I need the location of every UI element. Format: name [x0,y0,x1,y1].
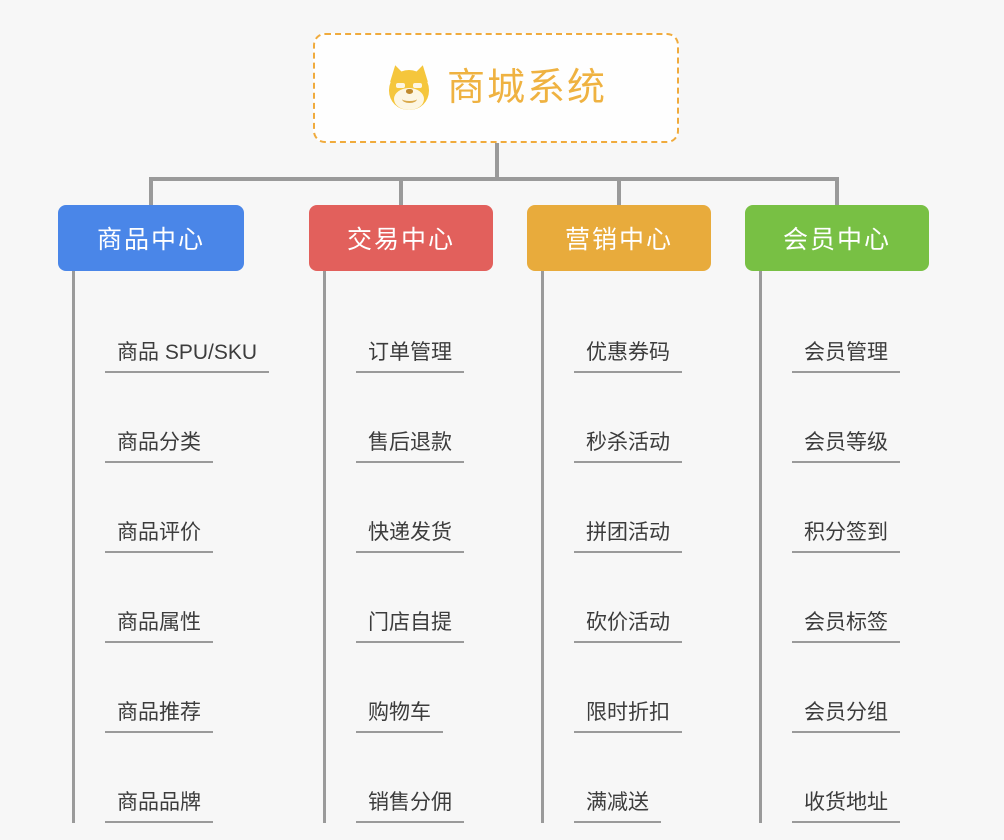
branch-header-4[interactable]: 会员中心 [745,205,929,271]
leaf-label: 订单管理 [356,339,464,373]
list-item[interactable]: 秒杀活动 [544,373,711,463]
list-item[interactable]: 砍价活动 [544,553,711,643]
list-item[interactable]: 积分签到 [762,463,929,553]
list-item[interactable]: 商品品牌 [75,733,244,823]
list-item[interactable]: 商品评价 [75,463,244,553]
leaf-label: 商品推荐 [105,699,213,733]
branch-member-center: 会员中心 会员管理 会员等级 积分签到 会员标签 会员分组 收货地址 [745,205,929,823]
leaf-list-1: 商品 SPU/SKU 商品分类 商品评价 商品属性 商品推荐 商品品牌 [72,271,270,823]
leaf-label: 售后退款 [356,429,464,463]
list-item[interactable]: 拼团活动 [544,463,711,553]
leaf-label: 满减送 [574,789,661,823]
list-item[interactable]: 门店自提 [326,553,493,643]
connector-horizontal-bus [149,177,837,181]
leaf-label: 会员等级 [792,429,900,463]
branch-trade-center: 交易中心 订单管理 售后退款 快递发货 门店自提 购物车 销售分佣 [309,205,493,823]
leaf-label: 收货地址 [792,789,900,823]
branch-marketing-center: 营销中心 优惠券码 秒杀活动 拼团活动 砍价活动 限时折扣 满减送 [527,205,711,823]
list-item[interactable]: 会员标签 [762,553,929,643]
list-item[interactable]: 售后退款 [326,373,493,463]
leaf-list-3: 优惠券码 秒杀活动 拼团活动 砍价活动 限时折扣 满减送 [541,271,711,823]
branch-header-1[interactable]: 商品中心 [58,205,244,271]
leaf-label: 门店自提 [356,609,464,643]
leaf-list-4: 会员管理 会员等级 积分签到 会员标签 会员分组 收货地址 [759,271,929,823]
leaf-label: 会员标签 [792,609,900,643]
list-item[interactable]: 销售分佣 [326,733,493,823]
leaf-label: 优惠券码 [574,339,682,373]
leaf-label: 商品分类 [105,429,213,463]
connector-drop-3 [617,177,621,205]
leaf-label: 商品属性 [105,609,213,643]
list-item[interactable]: 购物车 [326,643,493,733]
list-item[interactable]: 限时折扣 [544,643,711,733]
leaf-list-2: 订单管理 售后退款 快递发货 门店自提 购物车 销售分佣 [323,271,493,823]
leaf-label: 快递发货 [356,519,464,553]
connector-drop-2 [399,177,403,205]
leaf-label: 购物车 [356,699,443,733]
branch-header-3[interactable]: 营销中心 [527,205,711,271]
list-item[interactable]: 会员分组 [762,643,929,733]
list-item[interactable]: 会员等级 [762,373,929,463]
list-item[interactable]: 商品分类 [75,373,244,463]
connector-drop-1 [149,177,153,205]
leaf-label: 秒杀活动 [574,429,682,463]
leaf-label: 限时折扣 [574,699,682,733]
root-node[interactable]: 商城系统 [313,33,679,143]
list-item[interactable]: 商品 SPU/SKU [75,283,270,373]
connector-drop-4 [835,177,839,205]
leaf-label: 商品品牌 [105,789,213,823]
leaf-label: 积分签到 [792,519,900,553]
connector-root-stem [495,143,499,181]
list-item[interactable]: 商品推荐 [75,643,244,733]
list-item[interactable]: 快递发货 [326,463,493,553]
leaf-label: 会员分组 [792,699,900,733]
shiba-inu-icon [385,63,433,112]
leaf-label: 商品评价 [105,519,213,553]
list-item[interactable]: 订单管理 [326,283,493,373]
list-item[interactable]: 会员管理 [762,283,929,373]
leaf-label: 砍价活动 [574,609,682,643]
leaf-label: 商品 SPU/SKU [105,339,270,373]
leaf-label: 拼团活动 [574,519,682,553]
leaf-label: 销售分佣 [356,789,464,823]
branch-product-center: 商品中心 商品 SPU/SKU 商品分类 商品评价 商品属性 商品推荐 商品品牌 [58,205,270,823]
list-item[interactable]: 优惠券码 [544,283,711,373]
branch-header-2[interactable]: 交易中心 [309,205,493,271]
list-item[interactable]: 满减送 [544,733,711,823]
list-item[interactable]: 商品属性 [75,553,244,643]
root-title: 商城系统 [446,67,607,109]
leaf-label: 会员管理 [792,339,900,373]
list-item[interactable]: 收货地址 [762,733,929,823]
